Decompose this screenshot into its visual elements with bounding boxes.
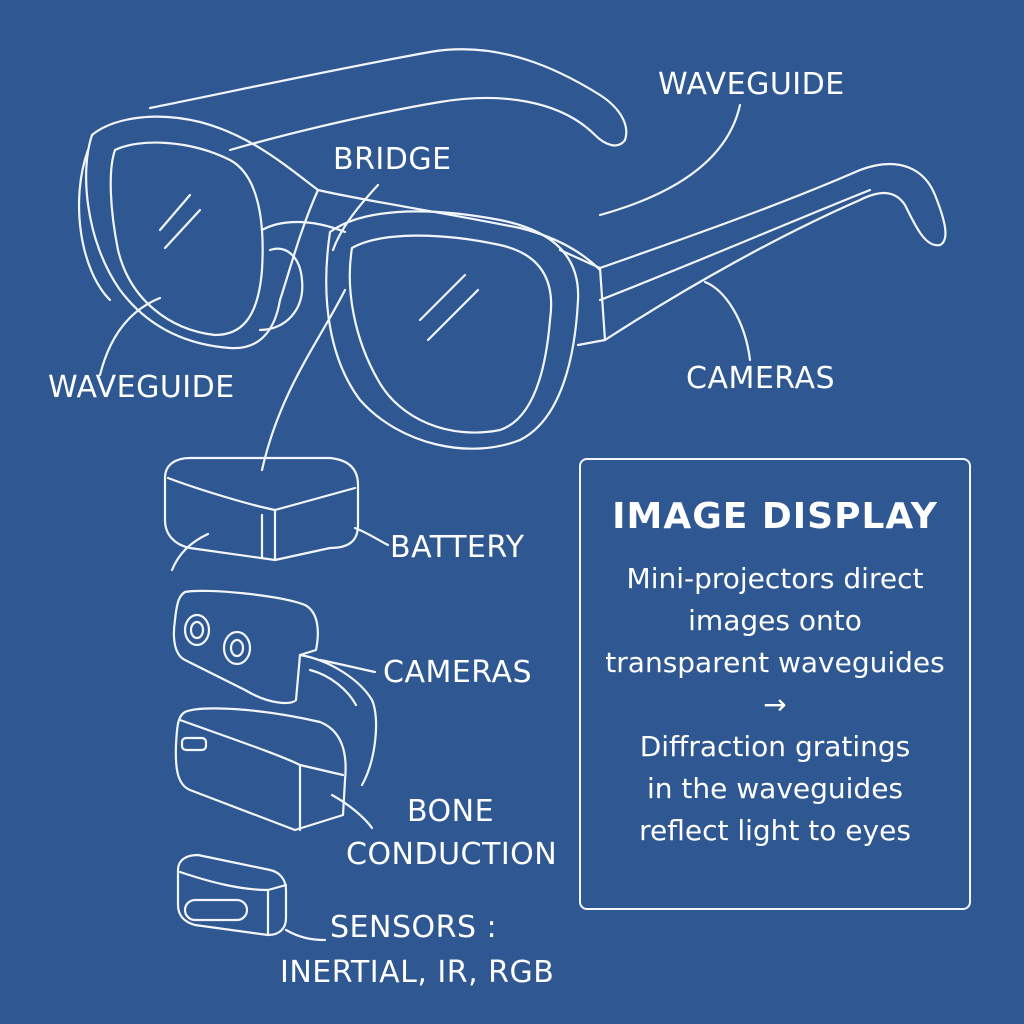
image-display-info-box: IMAGE DISPLAY Mini-projectors direct ima… bbox=[579, 458, 971, 910]
cameras-module-illustration bbox=[172, 589, 378, 787]
left-lens-glare-1 bbox=[158, 193, 192, 232]
bone-conduction-illustration bbox=[174, 707, 374, 832]
label-waveguide-top: WAVEGUIDE bbox=[658, 67, 845, 102]
glasses-illustration bbox=[78, 48, 947, 450]
leader-cameras-glasses bbox=[703, 280, 752, 362]
temple-arm-front-edge bbox=[598, 188, 872, 302]
frame-top bbox=[90, 115, 602, 272]
info-line-2: images onto bbox=[688, 604, 862, 637]
label-sensors-2: INERTIAL, IR, RGB bbox=[280, 955, 555, 990]
info-line-1: Mini-projectors direct bbox=[626, 562, 924, 595]
temple-arm-back bbox=[148, 48, 628, 152]
right-lens-glare-2 bbox=[426, 288, 480, 342]
temple-arm-front bbox=[598, 162, 947, 342]
leader-bridge bbox=[331, 183, 380, 252]
info-line-7: reflect light to eyes bbox=[639, 814, 911, 847]
info-line-3: transparent waveguides bbox=[605, 646, 945, 679]
right-lens-glare-1 bbox=[418, 273, 467, 322]
info-line-6: in the waveguides bbox=[646, 772, 904, 805]
label-cameras-glasses: CAMERAS bbox=[686, 361, 836, 396]
label-sensors-1: SENSORS : bbox=[330, 910, 498, 945]
sensor-illustration bbox=[176, 853, 327, 942]
label-battery: BATTERY bbox=[390, 530, 525, 565]
right-rim-outer bbox=[325, 210, 580, 450]
left-lens bbox=[109, 141, 264, 337]
label-bone-conduction-2: CONDUCTION bbox=[346, 837, 558, 872]
leader-lines bbox=[98, 103, 752, 472]
left-lens-glare-2 bbox=[163, 208, 202, 250]
left-rim-outer bbox=[85, 133, 320, 350]
battery-illustration bbox=[163, 456, 390, 572]
hinge-block bbox=[558, 248, 607, 347]
info-arrow: → bbox=[763, 688, 787, 721]
leader-waveguide-top bbox=[598, 103, 742, 217]
label-waveguide-left: WAVEGUIDE bbox=[48, 370, 235, 405]
leader-waveguide-left bbox=[98, 296, 162, 377]
label-bone-conduction-1: BONE bbox=[407, 794, 495, 829]
label-bridge: BRIDGE bbox=[333, 142, 452, 177]
info-line-5: Diffraction gratings bbox=[639, 730, 911, 763]
label-cameras-module: CAMERAS bbox=[383, 655, 533, 690]
nose-pad bbox=[258, 247, 304, 332]
left-rim-lower bbox=[78, 148, 112, 302]
leader-battery bbox=[260, 288, 347, 472]
info-box-title: IMAGE DISPLAY bbox=[612, 496, 938, 537]
right-lens bbox=[348, 234, 553, 434]
